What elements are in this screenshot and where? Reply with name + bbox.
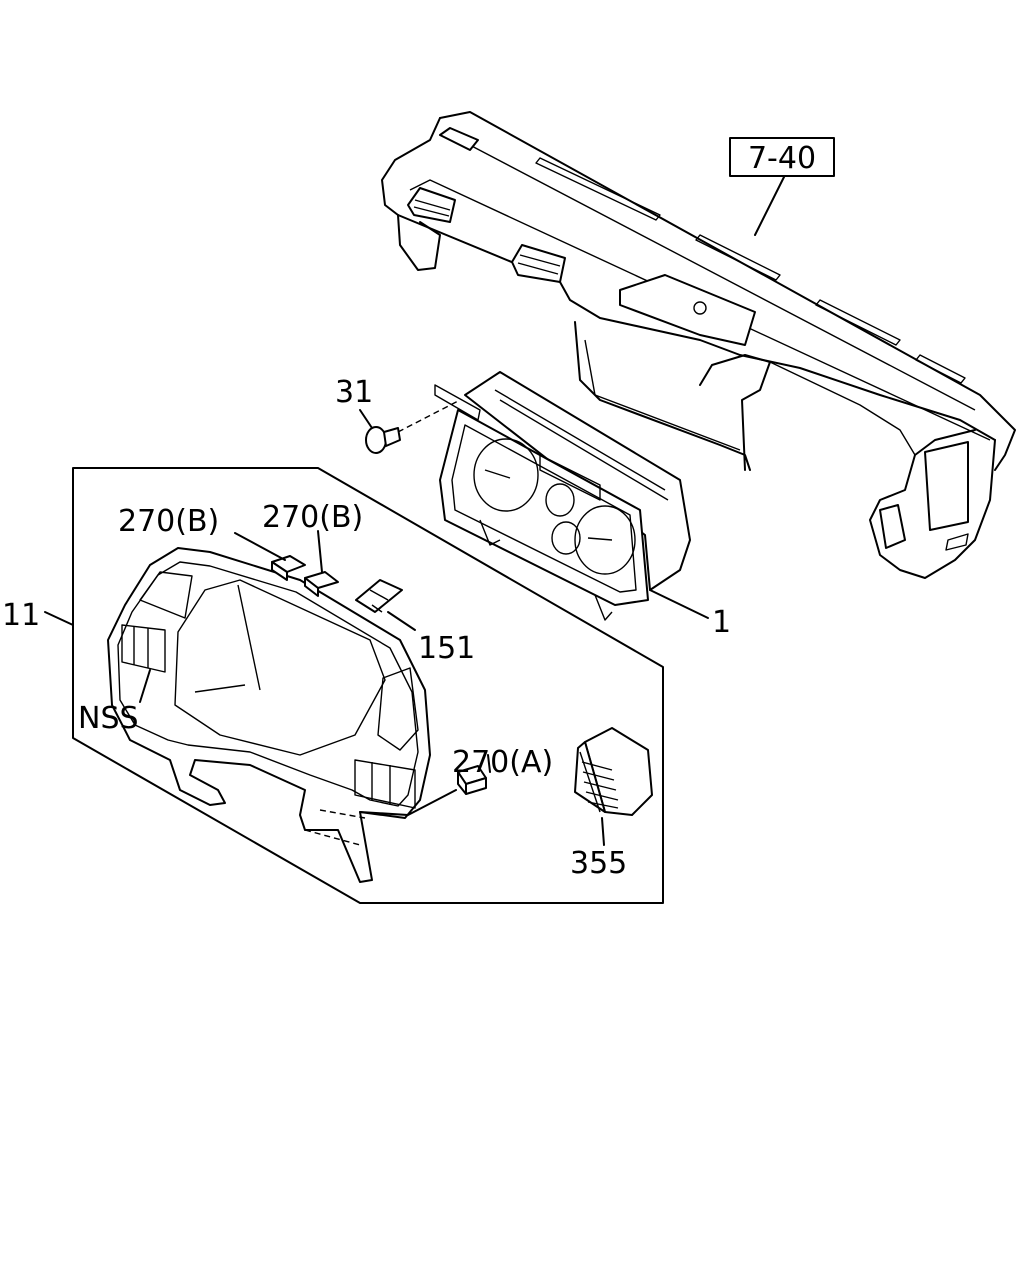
screw-31	[365, 399, 461, 454]
instrument-cluster	[434, 371, 691, 621]
ref-box-7-40	[729, 137, 835, 177]
callout-1: 1	[712, 605, 731, 640]
cluster-bezel	[107, 547, 431, 883]
callout-7-40: 7-40	[748, 141, 816, 176]
pad-270b-2	[304, 571, 339, 597]
group-11-outline	[72, 467, 664, 904]
side-vent-355	[574, 727, 653, 816]
pad-270b-1	[271, 555, 306, 581]
callout-nss: NSS	[78, 701, 139, 736]
callout-31: 31	[335, 375, 373, 410]
callout-151: 151	[418, 631, 475, 666]
callout-270b-2: 270(B)	[262, 500, 363, 535]
callout-270a: 270(A)	[452, 745, 553, 780]
callout-270b-1: 270(B)	[118, 504, 219, 539]
clip-151	[355, 579, 403, 613]
dashboard-panel	[381, 111, 1016, 579]
callout-11: 11	[2, 598, 40, 633]
callout-355: 355	[570, 846, 627, 881]
pad-270a	[457, 765, 487, 795]
